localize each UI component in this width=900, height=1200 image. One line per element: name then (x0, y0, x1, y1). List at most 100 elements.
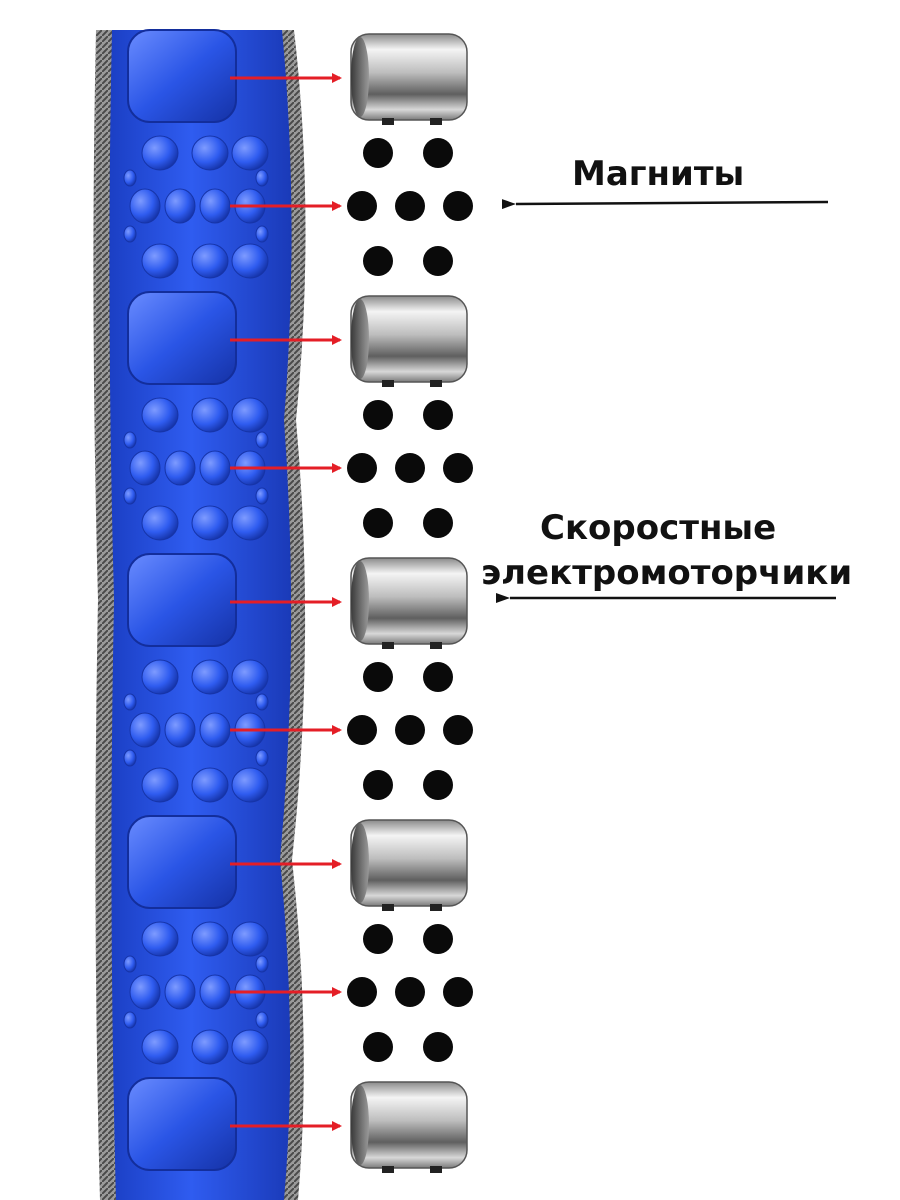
motor-cylinder-icon (350, 1081, 468, 1173)
belt-bump (123, 1011, 137, 1029)
magnet-dot-icon (363, 662, 393, 692)
belt-bump (129, 188, 161, 224)
magnet-dot-icon (423, 1032, 453, 1062)
magnet-dot-icon (423, 508, 453, 538)
belt-bump (231, 505, 269, 541)
belt-bump (231, 767, 269, 803)
magnet-dot-icon (395, 453, 425, 483)
magnets-label-arrow (501, 199, 829, 210)
pointer-arrows (230, 73, 342, 1131)
belt-bump (141, 397, 179, 433)
motors-label-line2: электромоторчики (481, 553, 853, 593)
belt-bump (231, 1029, 269, 1065)
belt (93, 29, 306, 1200)
magnet-dot-icon (423, 924, 453, 954)
belt-bump (164, 712, 196, 748)
belt-bump (191, 505, 229, 541)
magnet-dot-icon (347, 977, 377, 1007)
magnet-dot-icon (363, 400, 393, 430)
belt-bump (199, 188, 231, 224)
magnet-dot-icon (443, 191, 473, 221)
belt-bump (231, 243, 269, 279)
belt-bump (255, 487, 269, 505)
belt-pad (127, 29, 237, 123)
belt-bump (191, 921, 229, 957)
belt-bump (164, 450, 196, 486)
motor-cylinder-icon (350, 295, 468, 387)
magnet-dot-icon (347, 453, 377, 483)
belt-bump (191, 243, 229, 279)
magnets (347, 138, 473, 1062)
belt-bump (231, 921, 269, 957)
belt-bump (231, 659, 269, 695)
belt-bump (123, 693, 137, 711)
belt-bump (141, 135, 179, 171)
motors-label-line1: Скоростные (540, 508, 777, 548)
belt-bump (191, 397, 229, 433)
magnet-dot-icon (347, 715, 377, 745)
belt-bump (141, 767, 179, 803)
belt-bump (199, 450, 231, 486)
belt-bump (191, 767, 229, 803)
belt-bump (141, 505, 179, 541)
magnet-dot-icon (443, 977, 473, 1007)
belt-texture (123, 29, 269, 1171)
magnet-dot-icon (395, 715, 425, 745)
belt-bump (123, 955, 137, 973)
magnet-dot-icon (363, 508, 393, 538)
belt-bump (129, 450, 161, 486)
belt-bump (255, 955, 269, 973)
belt-bump (123, 169, 137, 187)
belt-bump (123, 225, 137, 243)
belt-pad (127, 553, 237, 647)
belt-bump (129, 974, 161, 1010)
magnet-dot-icon (443, 453, 473, 483)
belt-bump (199, 712, 231, 748)
belt-bump (164, 974, 196, 1010)
belt-bump (231, 397, 269, 433)
magnet-dot-icon (423, 770, 453, 800)
belt-bump (141, 1029, 179, 1065)
magnet-dot-icon (423, 246, 453, 276)
magnet-dot-icon (443, 715, 473, 745)
belt-bump (255, 693, 269, 711)
magnet-dot-icon (363, 770, 393, 800)
belt-bump (255, 431, 269, 449)
motor-cylinder-icon (350, 819, 468, 911)
magnet-dot-icon (347, 191, 377, 221)
magnet-dot-icon (363, 138, 393, 168)
belt-bump (231, 135, 269, 171)
motor-cylinder-icon (350, 557, 468, 649)
belt-bump (123, 431, 137, 449)
belt-bump (255, 225, 269, 243)
belt-bump (123, 487, 137, 505)
belt-bump (191, 659, 229, 695)
magnets-label: Магниты (572, 154, 745, 194)
belt-bump (255, 749, 269, 767)
belt-bump (255, 1011, 269, 1029)
belt-bump (255, 169, 269, 187)
belt-bump (123, 749, 137, 767)
belt-pad (127, 815, 237, 909)
magnet-dot-icon (363, 1032, 393, 1062)
magnet-dot-icon (395, 191, 425, 221)
magnet-dot-icon (423, 138, 453, 168)
belt-pad (127, 291, 237, 385)
belt-bump (164, 188, 196, 224)
belt-pad (127, 1077, 237, 1171)
belt-bump (199, 974, 231, 1010)
magnet-dot-icon (363, 924, 393, 954)
motor-cylinder-icon (350, 33, 468, 125)
magnet-dot-icon (363, 246, 393, 276)
motors (350, 33, 468, 1173)
magnet-dot-icon (395, 977, 425, 1007)
belt-bump (191, 135, 229, 171)
belt-bump (141, 659, 179, 695)
belt-bump (191, 1029, 229, 1065)
magnet-dot-icon (423, 400, 453, 430)
belt-bump (141, 921, 179, 957)
belt-bump (141, 243, 179, 279)
belt-bump (129, 712, 161, 748)
magnet-dot-icon (423, 662, 453, 692)
